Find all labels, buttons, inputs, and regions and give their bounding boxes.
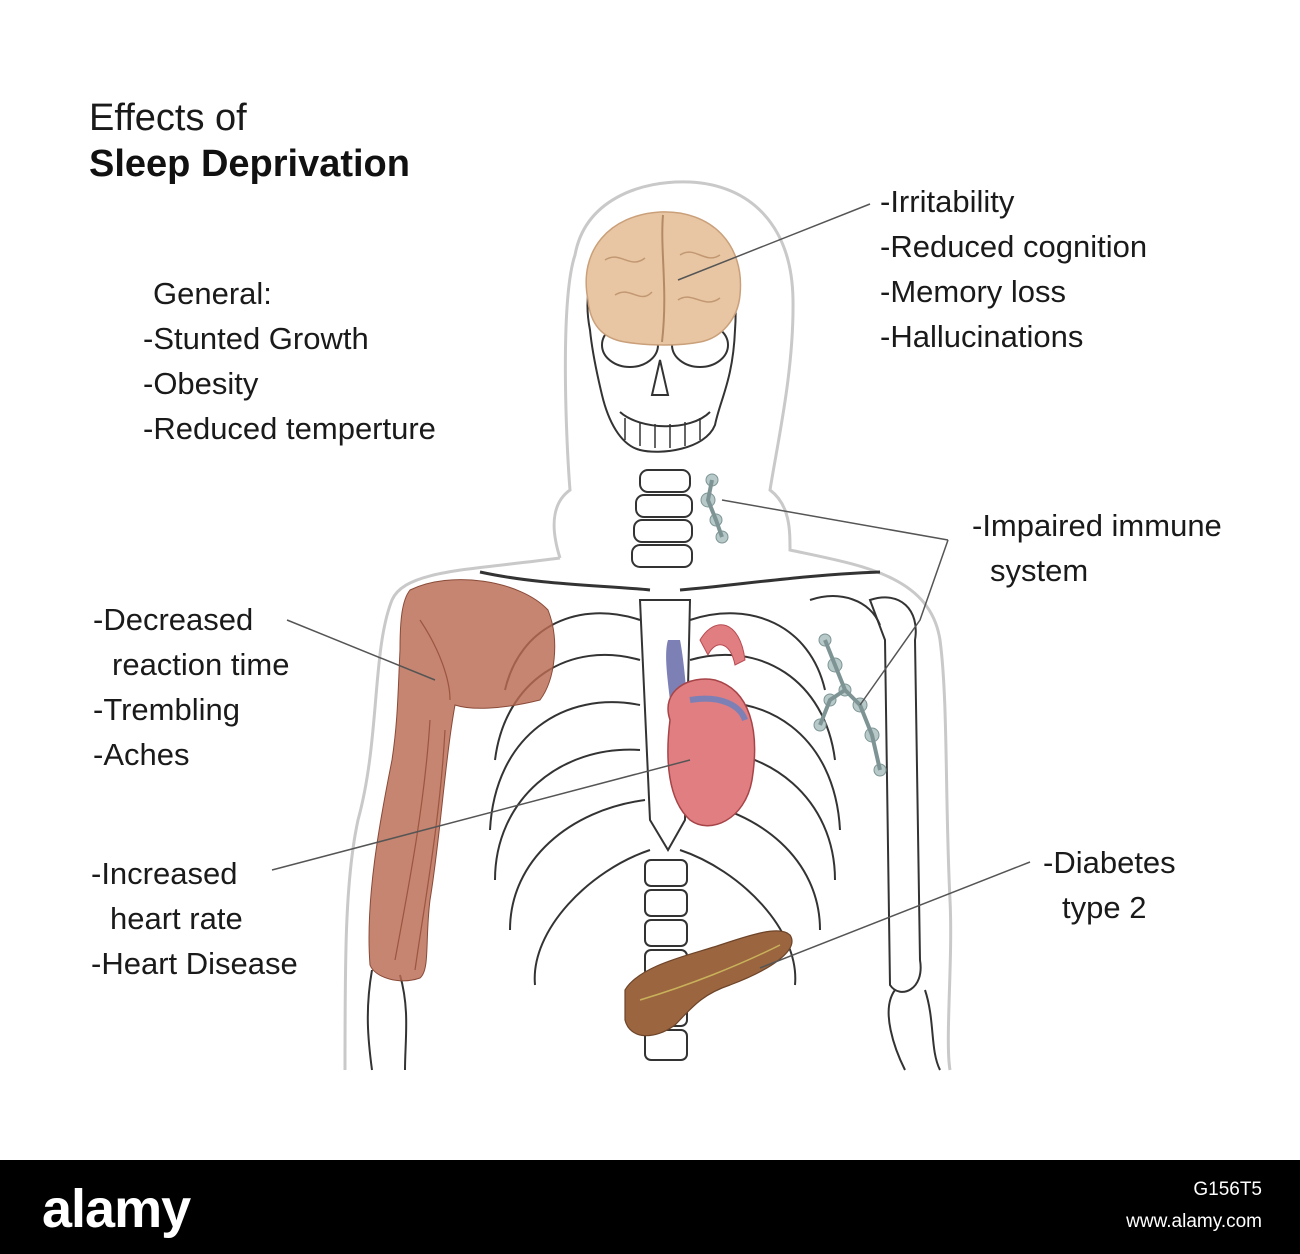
lymph-nodes-armpit (813, 633, 887, 777)
lymph-nodes-neck (700, 473, 729, 544)
pancreas (624, 930, 793, 1037)
neck-vertebrae (631, 469, 693, 568)
muscle-effect: -Decreased (93, 602, 254, 637)
muscle-effect: -Trembling (93, 692, 240, 727)
leader-heart (271, 759, 691, 871)
body-silhouette (343, 180, 953, 1071)
brand-logo: alamy (42, 1179, 191, 1239)
spine (644, 859, 688, 1061)
leader-immune-neck (721, 499, 949, 541)
right-humerus (868, 596, 922, 993)
title-line-1: Effects of (89, 97, 247, 139)
leader-pancreas (759, 861, 1031, 969)
brain-effect: -Irritability (880, 184, 1015, 219)
watermark-footer: alamy G156T5 www.alamy.com (0, 1160, 1300, 1254)
general-item: -Reduced temperture (143, 411, 436, 446)
image-id: G156T5 (1193, 1179, 1262, 1200)
brain-effect: -Reduced cognition (880, 229, 1148, 264)
muscle-effect: reaction time (112, 647, 290, 682)
heart-effect: heart rate (110, 901, 243, 936)
general-item: -Obesity (143, 366, 259, 401)
heart (667, 678, 756, 827)
general-heading: General: (153, 276, 272, 311)
heart-vessel-artery (699, 624, 746, 666)
general-item: -Stunted Growth (143, 321, 369, 356)
heart-effect: -Increased (91, 856, 238, 891)
immune-effect: system (990, 553, 1089, 588)
sleep-deprivation-diagram: Effects of Sleep Deprivation General: -S… (89, 97, 1222, 1071)
leader-lines (271, 203, 1031, 969)
muscle-effect: -Aches (93, 737, 190, 772)
pancreas-effect: type 2 (1062, 890, 1147, 925)
clavicles (479, 570, 881, 592)
left-forearm (366, 969, 408, 1071)
arm-muscle (368, 579, 556, 982)
heart-effect: -Heart Disease (91, 946, 298, 981)
leader-brain (677, 203, 871, 281)
pancreas-effect: -Diabetes (1043, 845, 1176, 880)
brain-effect: -Memory loss (880, 274, 1067, 309)
site-url: www.alamy.com (1126, 1211, 1262, 1232)
brain-effect: -Hallucinations (880, 319, 1084, 354)
leader-muscle (286, 619, 436, 681)
immune-effect: -Impaired immune (972, 508, 1222, 543)
title-line-2: Sleep Deprivation (89, 143, 410, 185)
anatomy-illustration (271, 180, 1031, 1071)
leader-immune-armpit (859, 539, 949, 706)
